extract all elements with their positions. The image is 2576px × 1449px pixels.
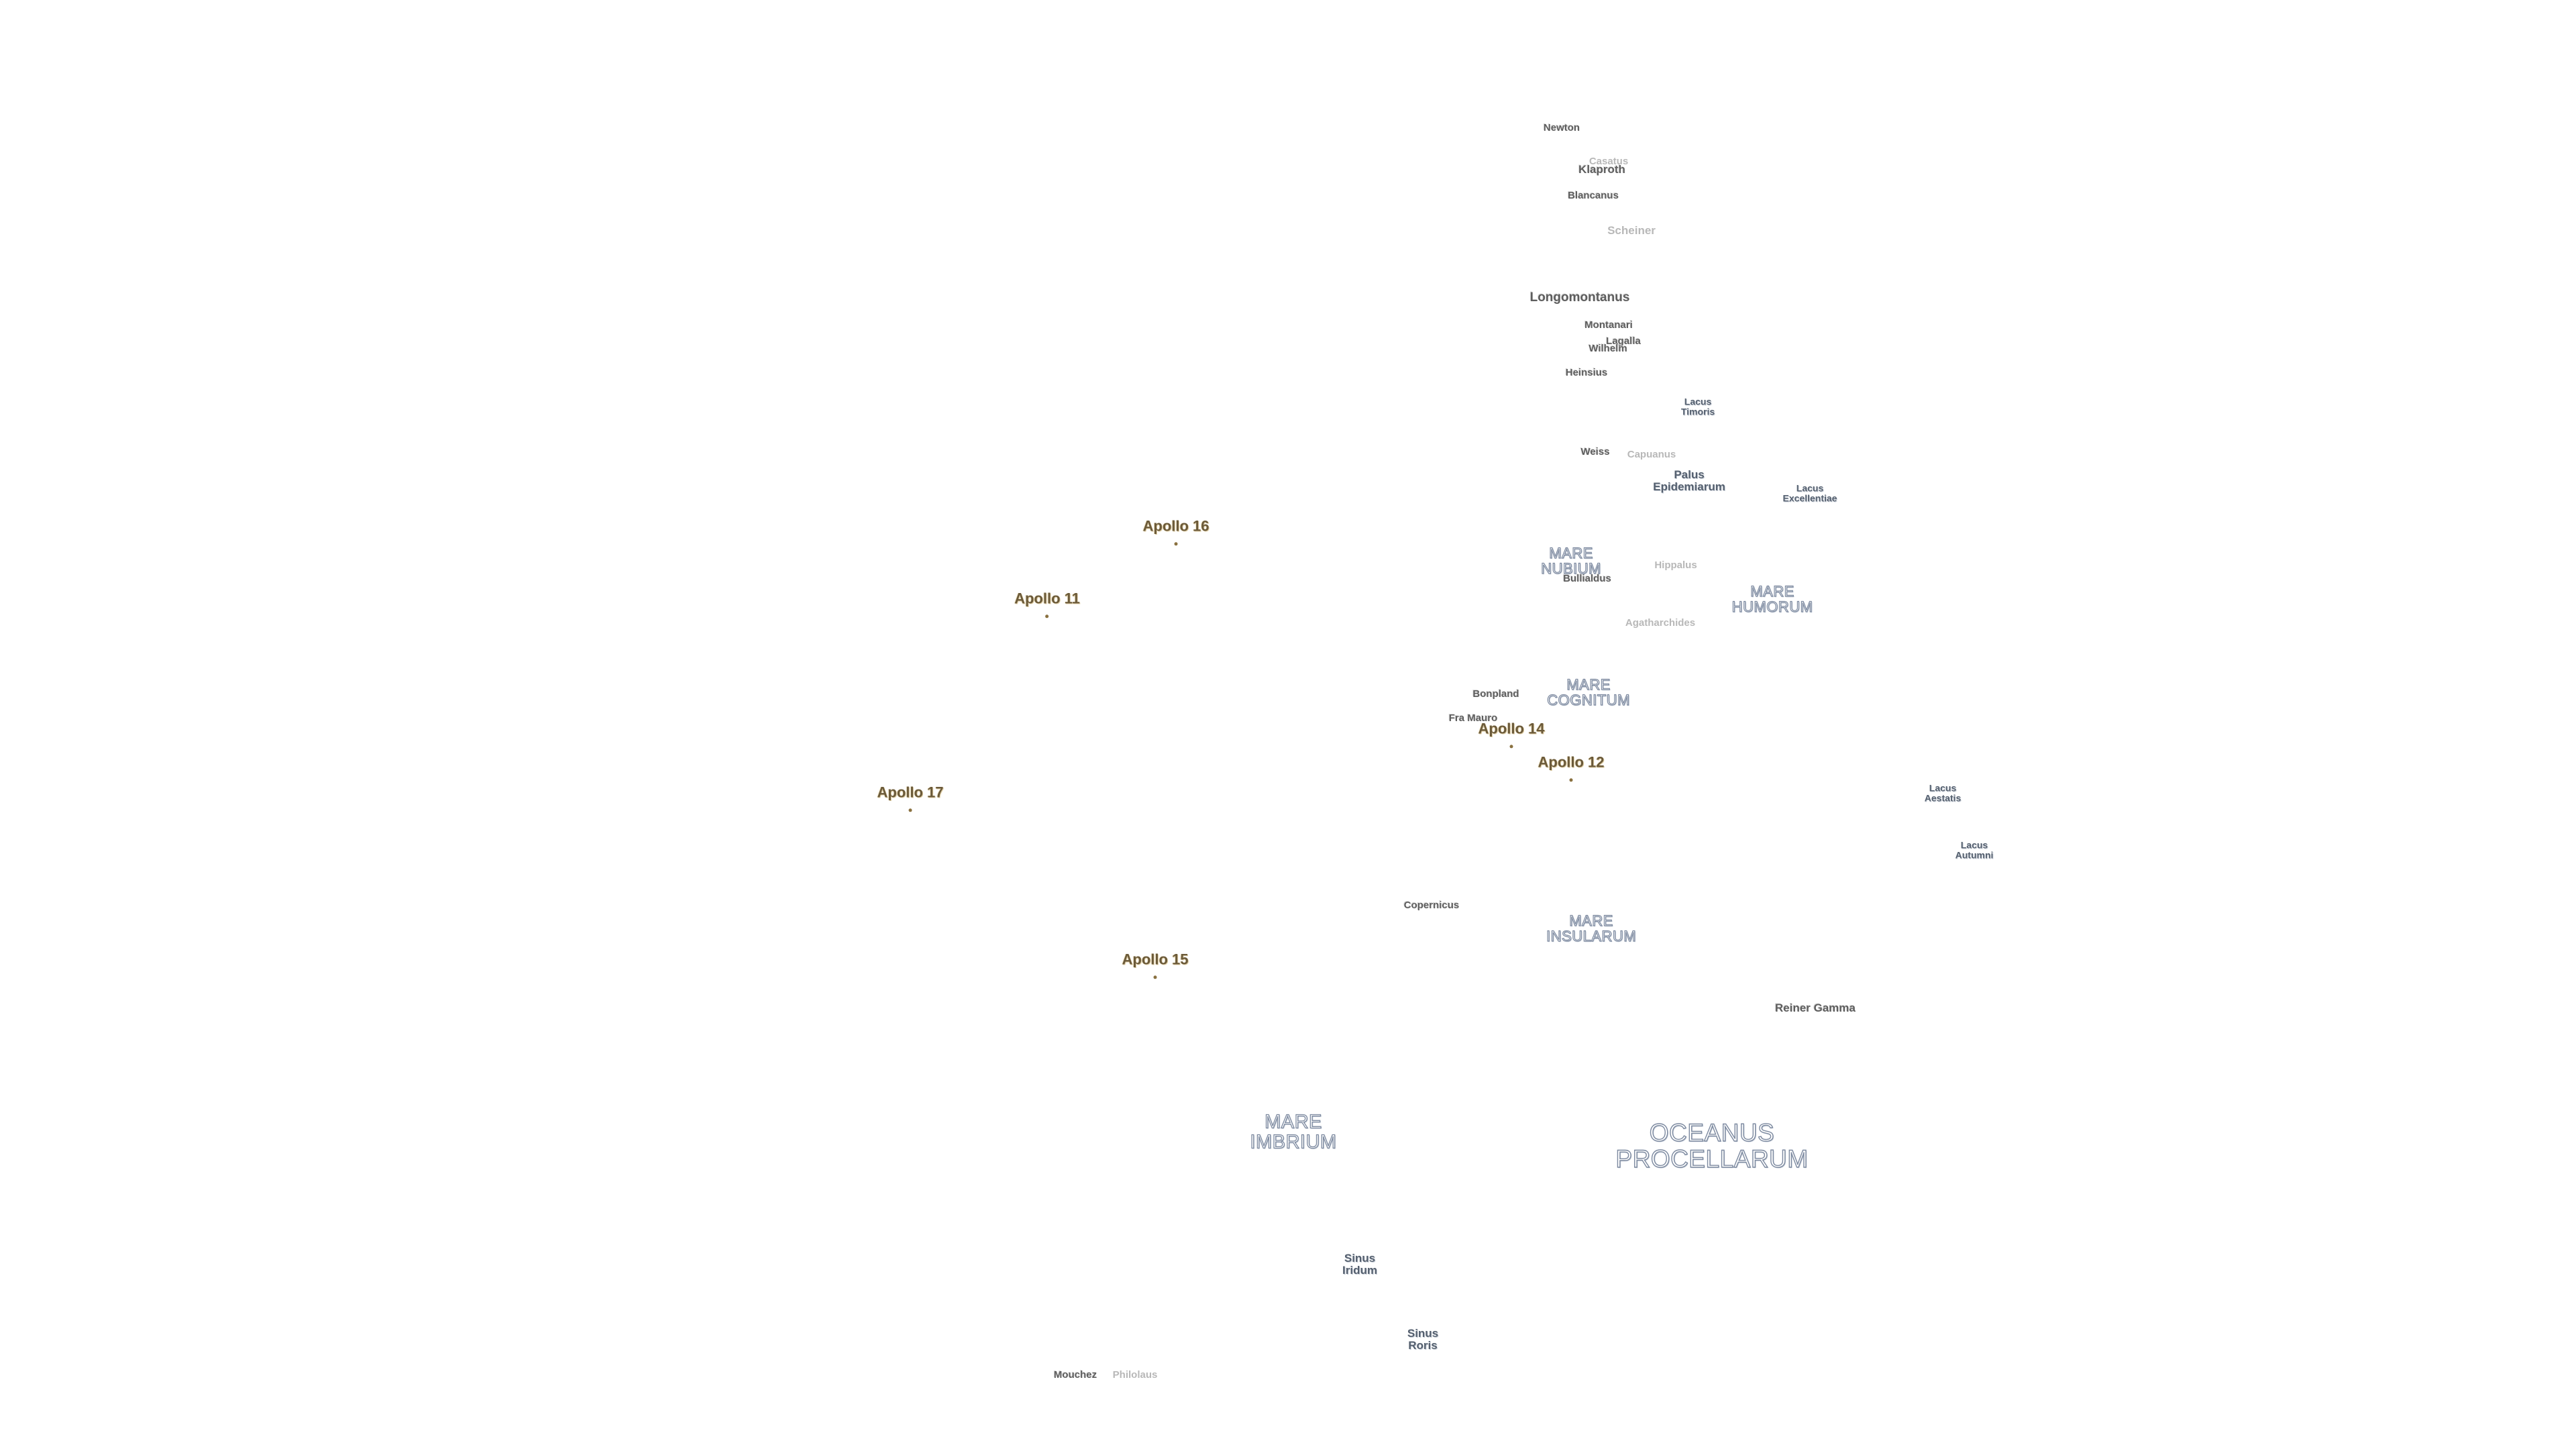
mare-label-nubium[interactable]: MARE NUBIUM [1541, 544, 1601, 577]
crater-label-reiner-gamma[interactable]: Reiner Gamma [1775, 1002, 1856, 1015]
crater-label-capuanus[interactable]: Capuanus [1627, 449, 1676, 461]
apollo-17-label: Apollo 17 [877, 784, 944, 801]
apollo-17-site-dot [908, 808, 912, 812]
mare-label-imbrium[interactable]: MARE IMBRIUM [1250, 1111, 1337, 1153]
crater-label-longomontanus[interactable]: Longomontanus [1529, 290, 1630, 305]
mare-label-cognitum[interactable]: MARE COGNITUM [1547, 676, 1630, 708]
crater-label-wilhelm[interactable]: Wilhelm [1589, 343, 1627, 355]
oceanus-label-procellarum[interactable]: OCEANUS PROCELLARUM [1615, 1119, 1809, 1173]
crater-label-mouchez[interactable]: Mouchez [1053, 1369, 1097, 1381]
crater-label-weiss[interactable]: Weiss [1580, 446, 1610, 458]
apollo-16-label: Apollo 16 [1142, 517, 1210, 535]
apollo-15-site-dot [1153, 975, 1157, 979]
apollo-14-site-dot [1509, 744, 1513, 748]
apollo-14-label: Apollo 14 [1478, 720, 1545, 737]
crater-label-hippalus[interactable]: Hippalus [1654, 559, 1697, 572]
sinus-label-roris[interactable]: Sinus Roris [1407, 1327, 1439, 1352]
apollo-16-site-dot [1174, 541, 1178, 545]
apollo-15-label: Apollo 15 [1122, 951, 1189, 968]
crater-label-agatharchides[interactable]: Agatharchides [1625, 617, 1696, 629]
crater-label-blancanus[interactable]: Blancanus [1568, 190, 1619, 202]
lacus-label-timoris[interactable]: Lacus Timoris [1680, 396, 1715, 417]
lacus-label-aestatis[interactable]: Lacus Aestatis [1924, 782, 1962, 803]
crater-label-casatus[interactable]: Casatus [1589, 156, 1629, 168]
crater-label-lagalla[interactable]: Lagalla [1606, 335, 1641, 347]
apollo-16-marker[interactable]: Apollo 16 [1142, 506, 1210, 556]
apollo-12-site-dot [1569, 777, 1573, 782]
crater-label-klaproth[interactable]: Klaproth [1578, 163, 1625, 176]
apollo-12-label: Apollo 12 [1538, 753, 1605, 771]
crater-label-scheiner[interactable]: Scheiner [1607, 224, 1656, 237]
apollo-11-label: Apollo 11 [1014, 590, 1080, 607]
apollo-15-marker[interactable]: Apollo 15 [1122, 940, 1189, 989]
lacus-label-autumni[interactable]: Lacus Autumni [1955, 839, 1994, 860]
palus-label-epidemiarum[interactable]: Palus Epidemiarum [1653, 468, 1725, 493]
crater-label-copernicus[interactable]: Copernicus [1403, 900, 1460, 912]
lacus-label-excellentiae[interactable]: Lacus Excellentiae [1782, 482, 1837, 503]
crater-label-bullialdus[interactable]: Bullialdus [1563, 573, 1611, 585]
crater-label-heinsius[interactable]: Heinsius [1565, 367, 1608, 379]
crater-label-newton[interactable]: Newton [1543, 122, 1580, 134]
sinus-label-iridum[interactable]: Sinus Iridum [1342, 1252, 1377, 1277]
apollo-17-marker[interactable]: Apollo 17 [877, 773, 944, 822]
crater-label-bonpland[interactable]: Bonpland [1472, 688, 1519, 700]
mare-label-humorum[interactable]: MARE HUMORUM [1731, 582, 1813, 615]
crater-label-philolaus[interactable]: Philolaus [1112, 1369, 1158, 1381]
apollo-12-marker[interactable]: Apollo 12 [1538, 743, 1605, 792]
crater-label-fra-mauro[interactable]: Fra Mauro [1448, 712, 1498, 724]
mare-label-insularum[interactable]: MARE INSULARUM [1546, 912, 1637, 945]
apollo-14-marker[interactable]: Apollo 14 [1478, 709, 1545, 759]
apollo-11-marker[interactable]: Apollo 11 [1014, 579, 1080, 629]
crater-label-montanari[interactable]: Montanari [1585, 319, 1633, 331]
apollo-11-site-dot [1045, 614, 1049, 618]
